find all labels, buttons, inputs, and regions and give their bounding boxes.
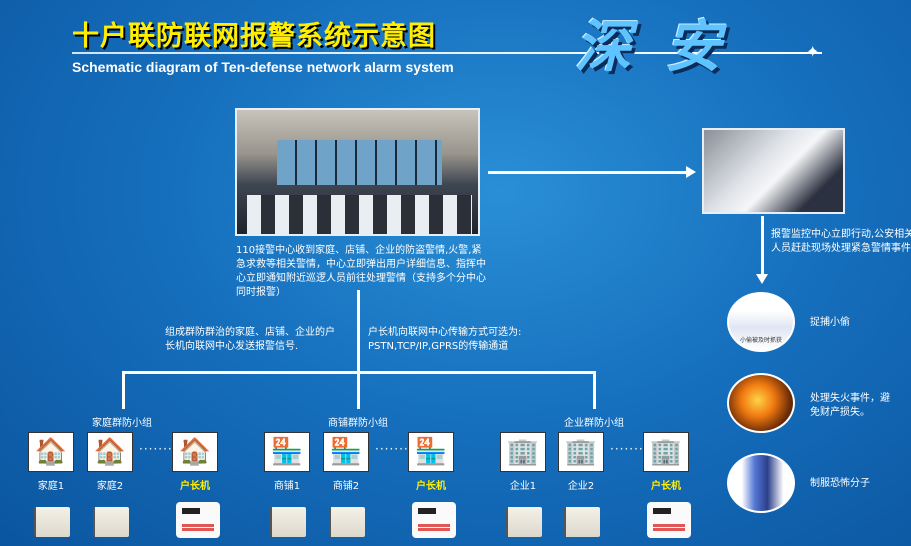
title-divider [72,52,822,54]
ellipsis: ······· [139,442,173,456]
center-description: 110接警中心收到家庭、店铺、企业的防盗警情,火警,紧急求救等相关警情，中心立即… [236,245,486,298]
member-label: 家庭2 [96,481,124,492]
member-label: 企业2 [567,481,595,492]
thief-arrest-icon: 小偷被及时抓获 [727,292,795,352]
shop-icon: 🏪 [264,432,310,472]
group-title: 商铺群防小组 [328,418,388,429]
shop-icon: 🏪 [408,432,454,472]
host-label: 户长机 [651,481,681,492]
house-icon: 🏠 [87,432,133,472]
branch-line [357,371,360,409]
terrorist-arrest-icon [727,453,795,513]
branch-line [593,371,596,409]
note-left: 组成群防群治的家庭、店铺、企业的户长机向联网中心发送报警信号. [165,327,335,352]
title-en: Schematic diagram of Ten-defense network… [72,59,454,75]
member-label: 企业1 [509,481,537,492]
monitoring-center-photo [235,108,480,236]
member-label: 商铺2 [332,481,360,492]
ellipsis: ······· [610,442,644,456]
alarm-terminal-icon [506,507,542,537]
alarm-terminal-icon [34,507,70,537]
branch-line [122,371,125,409]
member-label: 家庭1 [37,481,65,492]
police-description: 报警监控中心立即行动,公安相关人员赶赴现场处理紧急警情事件 [771,229,911,254]
shop-icon: 🏪 [323,432,369,472]
building-icon: 🏢 [643,432,689,472]
title-cn: 十户联防联网报警系统示意图 [72,21,436,52]
host-label: 户长机 [416,481,446,492]
logo: 深安 [575,15,755,80]
police-photo [702,128,845,214]
building-icon: 🏢 [558,432,604,472]
arrow-head-icon [686,166,696,178]
alarm-terminal-icon [564,507,600,537]
alarm-terminal-icon [329,507,365,537]
note-right: 户长机向联网中心传输方式可选为: PSTN,TCP/IP,GPRS的传输通道 [368,327,522,352]
arrow-head-icon [756,274,768,284]
group-title: 家庭群防小组 [92,418,152,429]
arrow-to-police [488,171,688,174]
house-icon: 🏠 [172,432,218,472]
group-title: 企业群防小组 [564,418,624,429]
action-label: 制服恐怖分子 [810,478,870,489]
ellipsis: ······· [375,442,409,456]
host-unit-icon [412,502,456,538]
alarm-terminal-icon [93,507,129,537]
trunk-line [357,290,360,372]
thief-arrest-caption: 小偷被及时抓获 [739,337,782,344]
arrow-to-actions [761,216,764,276]
building-icon: 🏢 [500,432,546,472]
sparkle-icon: ✦ [806,42,820,61]
house-icon: 🏠 [28,432,74,472]
alarm-terminal-icon [270,507,306,537]
host-label: 户长机 [180,481,210,492]
action-label: 捉捕小偷 [810,317,850,328]
action-label: 处理失火事件，避免财产损失。 [810,393,890,418]
host-unit-icon [647,502,691,538]
fire-icon [727,373,795,433]
member-label: 商铺1 [273,481,301,492]
host-unit-icon [176,502,220,538]
